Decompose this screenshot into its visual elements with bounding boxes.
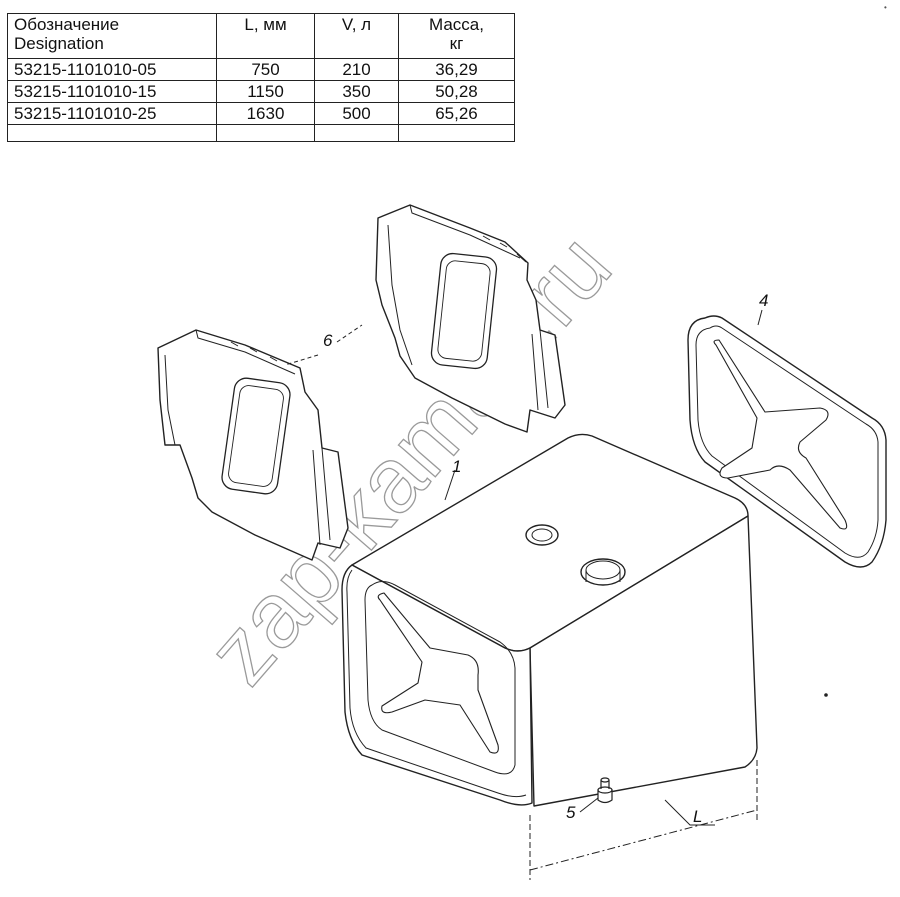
table-row: 53215-1101010-05 750 210 36,29 [7,58,515,81]
header-length-label: L, мм [244,15,287,34]
dimension-L [529,760,758,880]
cell-mass: 50,28 [398,80,515,103]
header-designation-en: Designation [14,34,104,53]
leader-lines [284,309,763,813]
cell-mass: 65,26 [398,102,515,125]
header-volume: V, л [314,13,399,59]
cell-designation: 53215-1101010-05 [7,58,217,81]
header-length: L, мм [216,13,315,59]
callout-5: 5 [566,803,576,822]
callout-4: 4 [759,291,768,310]
stray-dot [824,693,828,697]
leader-4 [757,309,763,326]
end-cover [687,315,887,568]
header-volume-label: V, л [341,15,372,34]
cell-mass: 36,29 [398,58,515,81]
drain-plug [597,777,613,804]
cell-designation: 53215-1101010-25 [7,102,217,125]
cell-volume: 210 [314,58,399,81]
heat-shield-front [157,329,349,561]
leader-1 [444,469,456,501]
callout-1: 1 [452,457,461,476]
heat-shield-rear [375,204,566,433]
table-header-row: Обозначение Designation L, мм V, л Масса… [7,13,515,59]
fuel-tank-body [341,433,758,807]
spec-table: Обозначение Designation L, мм V, л Масса… [7,13,515,142]
leader-6-front [284,354,319,366]
header-mass: Масса, кг [398,13,515,59]
table-spacer-row [7,124,515,142]
corner-mark: • [884,3,887,12]
cell-length: 1150 [216,80,315,103]
leader-6-rear [336,324,363,343]
header-designation-ru: Обозначение [14,15,120,34]
leader-5 [579,797,599,813]
header-mass-label: Масса, [429,15,484,34]
header-designation: Обозначение Designation [7,13,217,59]
callout-L: L [693,807,702,826]
header-mass-unit: кг [449,34,464,53]
callout-6: 6 [323,331,333,350]
